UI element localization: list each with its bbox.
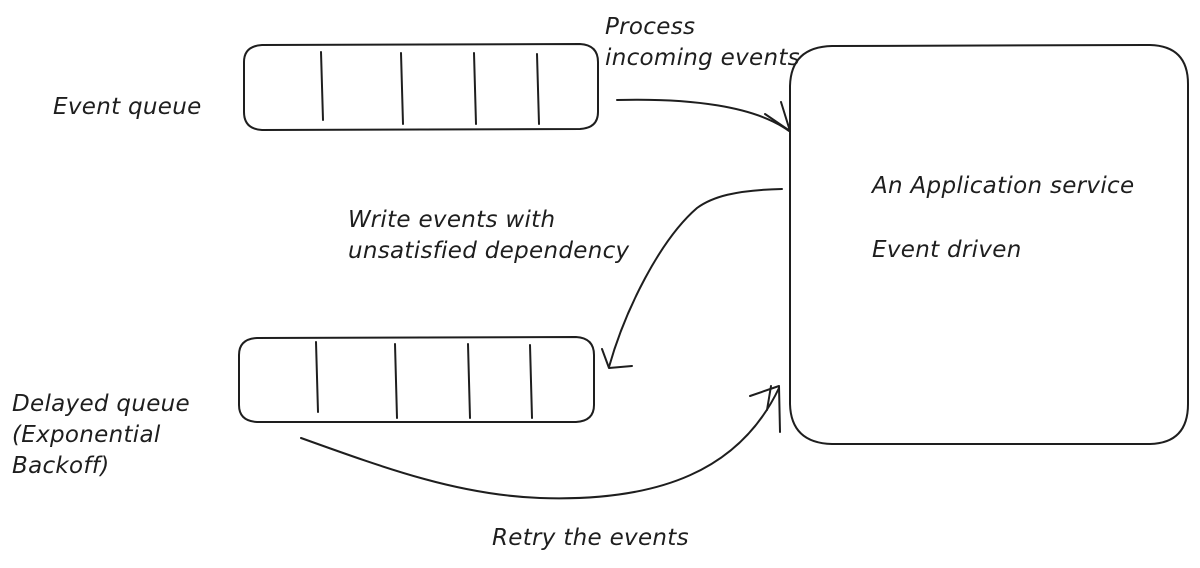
event-queue-outline (243, 43, 599, 131)
event-queue-divider (400, 52, 404, 125)
write-unsatisfied-arrow (601, 188, 783, 369)
process-label-line: Process (605, 14, 696, 40)
retry-arrow-line (300, 387, 780, 500)
retry-events-label: Retry the events (492, 525, 689, 551)
delayed-queue-divider (394, 343, 398, 419)
delayed-queue-divider (529, 344, 533, 419)
delayed-label-line: Delayed queue (12, 391, 190, 417)
write-arrow-line (608, 188, 783, 368)
process-events-arrow (616, 98, 791, 132)
event-queue-box (243, 43, 599, 131)
event-queue-divider (536, 53, 540, 125)
event-queue-divider (473, 52, 477, 125)
write-unsatisfied-label: Write events with unsatisfied dependency (348, 205, 629, 267)
process-arrowhead (764, 101, 791, 132)
retry-arrowhead-extra (766, 385, 772, 411)
process-arrow-line (616, 98, 790, 132)
delayed-queue-divider (467, 343, 471, 419)
retry-events-arrow (300, 385, 781, 500)
process-events-label: Process incoming events (605, 12, 800, 74)
delayed-label-line: Backoff) (12, 453, 110, 479)
event-queue-divider (320, 51, 324, 121)
service-title: An Application service (872, 173, 1135, 199)
write-label-line: Write events with (348, 207, 556, 233)
delayed-queue-divider (315, 341, 319, 413)
write-label-line: unsatisfied dependency (348, 238, 630, 264)
event-queue-label: Event queue (53, 94, 202, 120)
delayed-queue-label: Delayed queue (Exponential Backoff) (12, 389, 190, 482)
service-subtitle: Event driven (872, 237, 1022, 263)
write-arrowhead (601, 348, 633, 369)
delayed-queue-outline (238, 336, 595, 423)
delayed-queue-box (238, 336, 595, 423)
delayed-label-line: (Exponential (12, 422, 161, 448)
process-label-line: incoming events (605, 45, 800, 71)
application-service-box (789, 44, 1189, 445)
retry-arrowhead (749, 385, 781, 433)
